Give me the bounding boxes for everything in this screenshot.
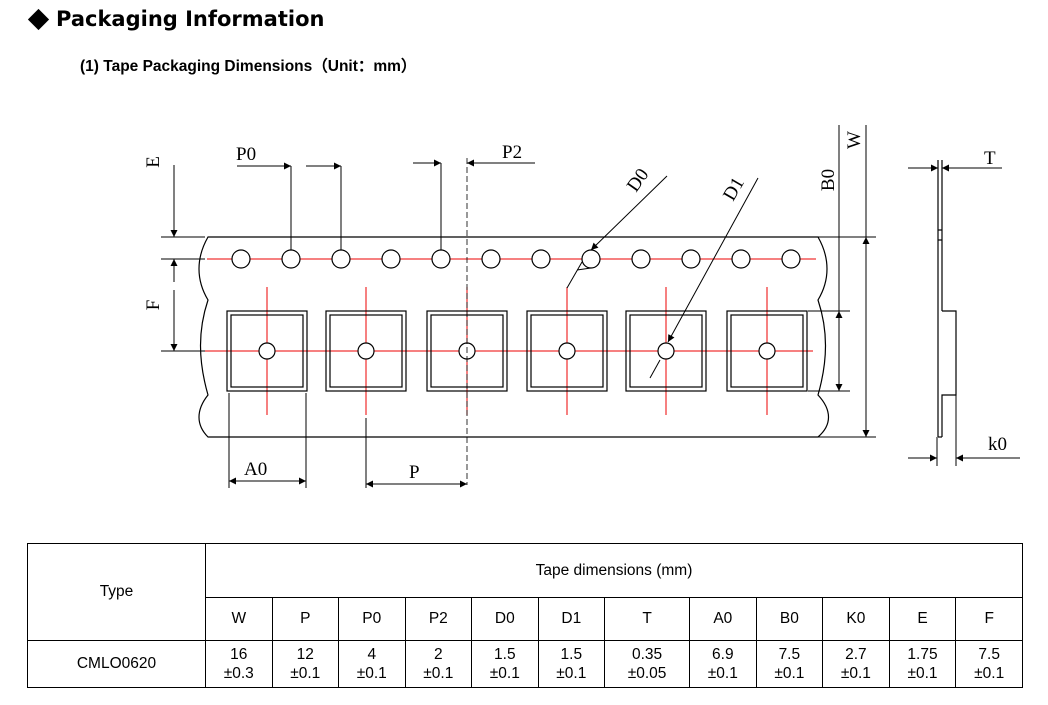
label-k0: k0: [988, 434, 1007, 455]
tolerance-text: ±0.1: [290, 665, 321, 682]
tolerance-text: ±0.1: [707, 665, 738, 682]
column-header: D0: [471, 597, 539, 641]
value-text: 0.35: [632, 646, 663, 663]
sprocket-holes: [231, 249, 801, 269]
column-header: K0: [822, 597, 890, 641]
value-text: 4: [367, 646, 377, 663]
label-a0: A0: [244, 459, 267, 480]
tolerance-text: ±0.1: [423, 665, 454, 682]
value-text: 16: [230, 646, 248, 663]
label-e: E: [143, 156, 164, 168]
tolerance-text: ±0.3: [223, 665, 254, 682]
label-b0: B0: [818, 169, 839, 191]
value-cell: 0.35 ±0.05: [604, 640, 691, 688]
value-cell: 12 ±0.1: [271, 640, 340, 688]
section-heading: Packaging Information: [27, 2, 325, 36]
value-text: 1.5: [494, 646, 516, 663]
value-text: 2: [433, 646, 443, 663]
dimension-lines: [161, 125, 1020, 488]
value-text: 6.9: [712, 646, 734, 663]
tolerance-text: ±0.1: [774, 665, 805, 682]
tolerance-text: ±0.1: [489, 665, 520, 682]
tolerance-text: ±0.1: [356, 665, 387, 682]
label-p2: P2: [502, 142, 522, 163]
value-cell: 6.9 ±0.1: [689, 640, 757, 688]
value-cell: 1.5 ±0.1: [471, 640, 539, 688]
tape-dimensions-diagram: E F P0 P2 D0 D1 B0 W T k0 A0 P: [143, 125, 1020, 488]
column-header: P0: [338, 597, 406, 641]
label-d1: D1: [719, 174, 749, 205]
tape-side-profile: [937, 160, 957, 438]
column-header: P2: [404, 597, 473, 641]
value-cell: 1.5 ±0.1: [537, 640, 606, 688]
value-text: 1.75: [907, 646, 938, 663]
column-header: T: [604, 597, 691, 641]
label-d0: D0: [623, 165, 654, 196]
tolerance-text: ±0.1: [907, 665, 938, 682]
column-header: E: [888, 597, 957, 641]
pocket-center-lines: [205, 287, 813, 415]
value-text: 2.7: [845, 646, 867, 663]
tape-dimensions-header: Tape dimensions (mm): [205, 543, 1023, 598]
column-header: P: [271, 597, 340, 641]
label-f: F: [143, 300, 164, 311]
label-w: W: [844, 131, 865, 149]
type-header: Type: [27, 543, 206, 641]
label-p: P: [409, 462, 420, 483]
column-header: F: [955, 597, 1023, 641]
value-cell: 4 ±0.1: [338, 640, 406, 688]
value-text: 1.5: [560, 646, 583, 663]
value-cell: 7.5 ±0.1: [955, 640, 1023, 688]
value-cell: 1.75 ±0.1: [888, 640, 957, 688]
section-title: Packaging Information: [56, 7, 325, 31]
column-header: W: [205, 597, 273, 641]
type-cell: CMLO0620: [27, 640, 206, 688]
column-header: A0: [689, 597, 757, 641]
label-t: T: [984, 148, 996, 169]
value-cell: 2 ±0.1: [404, 640, 473, 688]
value-cell: 16 ±0.3: [205, 640, 273, 688]
value-cell: 2.7 ±0.1: [822, 640, 890, 688]
value-text: 7.5: [778, 646, 801, 663]
tolerance-text: ±0.1: [974, 665, 1005, 682]
tolerance-text: ±0.1: [556, 665, 587, 682]
column-header: D1: [537, 597, 606, 641]
value-text: 12: [296, 646, 314, 663]
value-cell: 7.5 ±0.1: [755, 640, 824, 688]
column-header: B0: [755, 597, 824, 641]
subsection-title: (1) Tape Packaging Dimensions（Unit：mm）: [80, 58, 417, 75]
component-pockets: [226, 310, 808, 392]
tolerance-text: ±0.05: [627, 665, 667, 682]
tolerance-text: ±0.1: [840, 665, 871, 682]
value-text: 7.5: [978, 646, 1000, 663]
label-p0: P0: [236, 144, 256, 165]
